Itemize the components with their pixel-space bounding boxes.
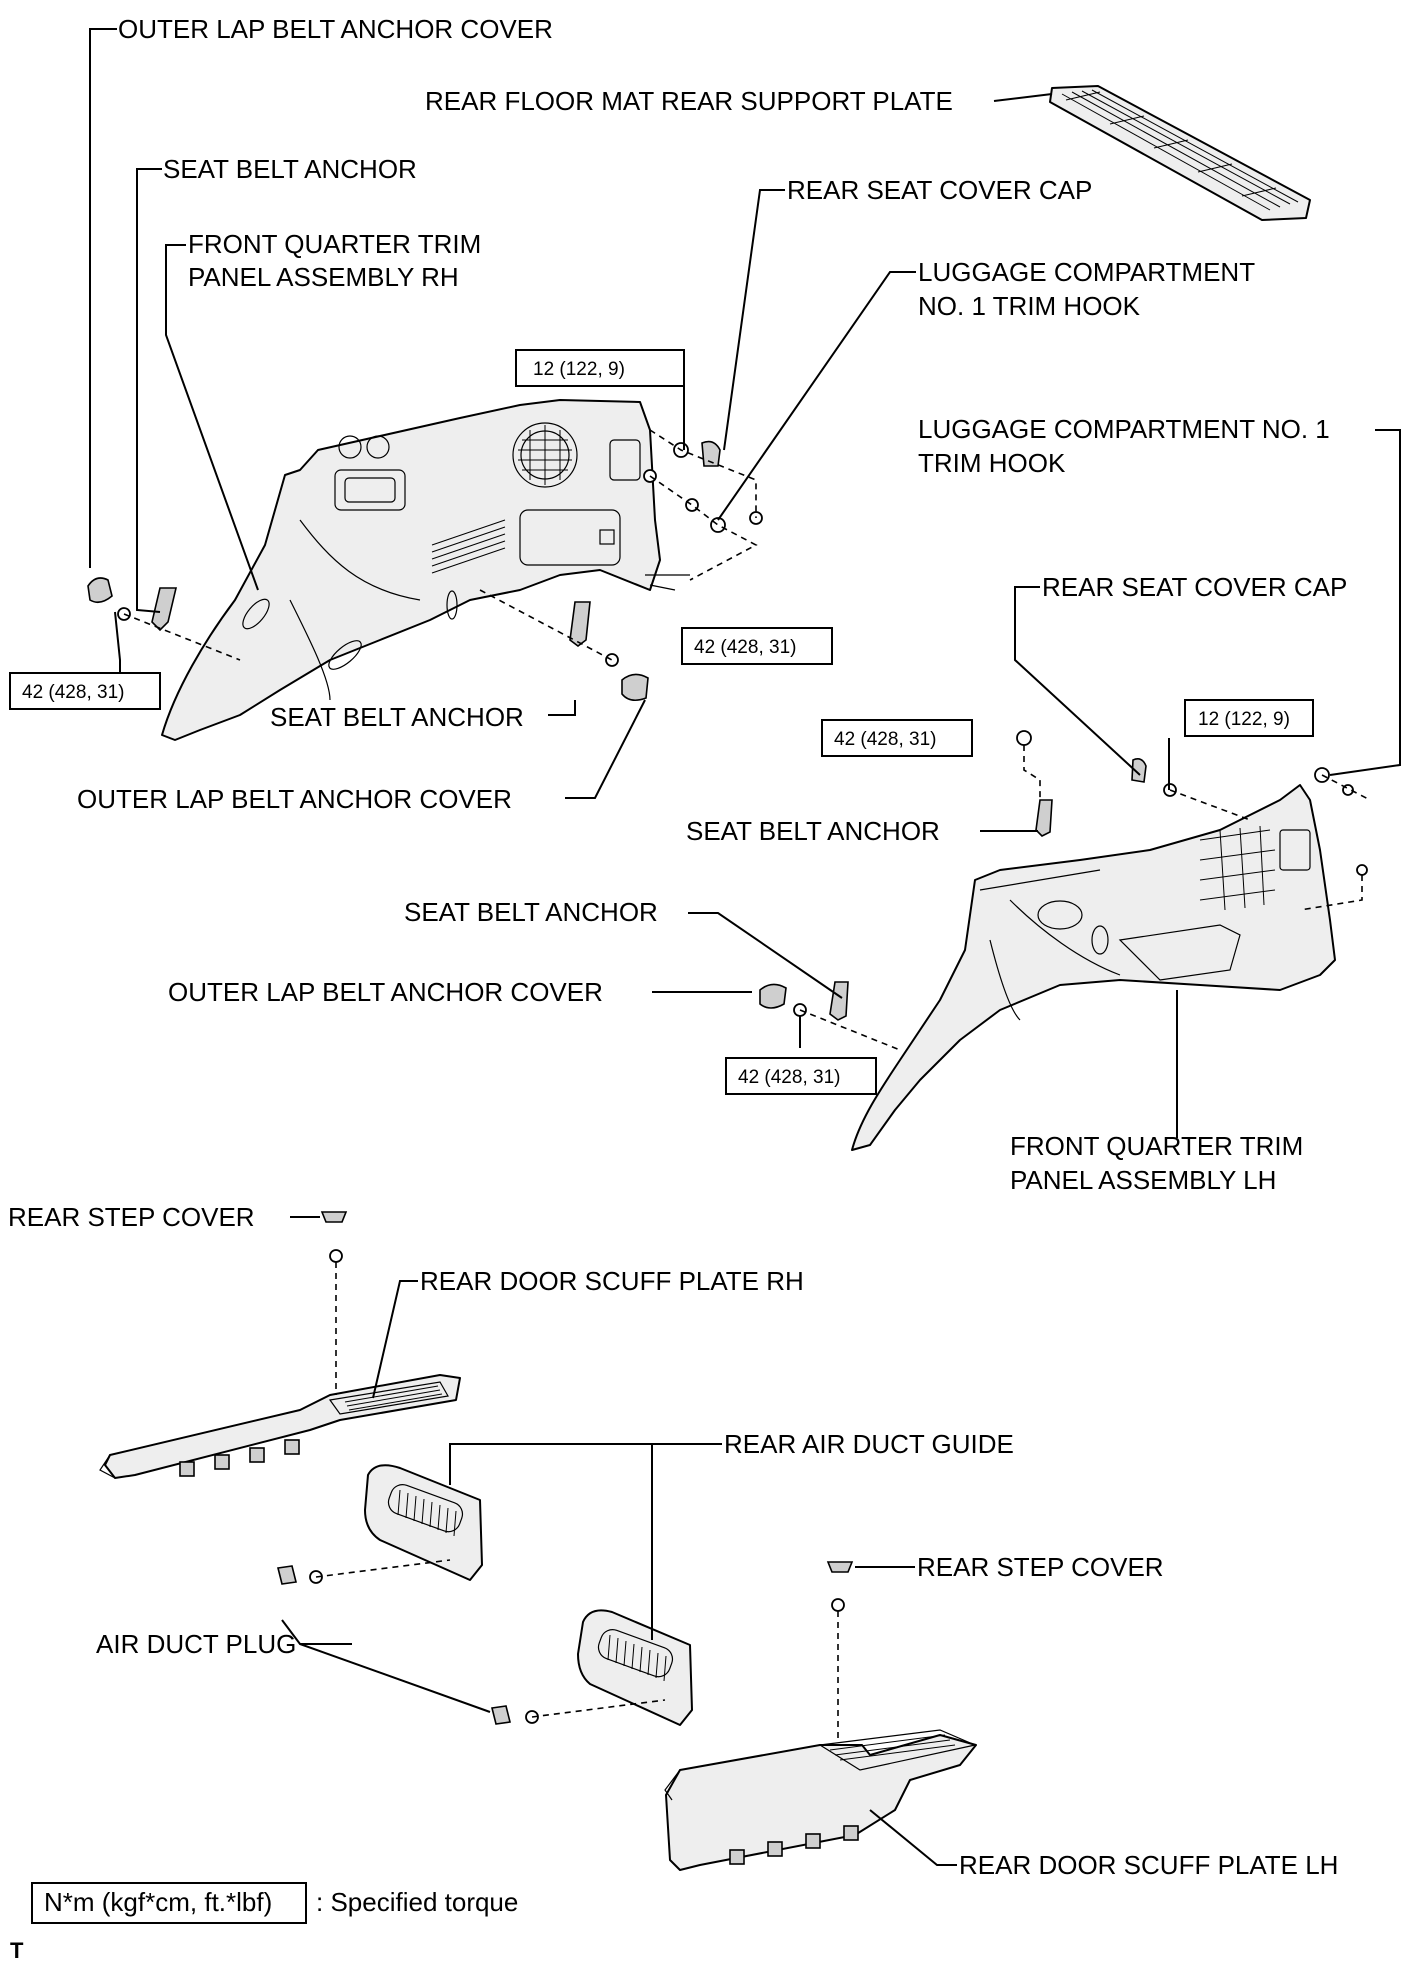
seat-belt-anchor-lh-upper — [1035, 799, 1053, 837]
rear-door-scuff-plate-rh — [99, 1374, 461, 1479]
torque-legend: N*m (kgf*cm, ft.*lbf) : Specified torque… — [10, 1882, 518, 1963]
torque-lh-belt-anchor-bottom: 42 (428, 31) — [738, 1067, 840, 1088]
legend-unit-text: : Specified torque — [316, 1887, 518, 1917]
rear-door-scuff-plate-lh — [664, 1729, 977, 1871]
label-outer-lap-belt-anchor-cover-top: OUTER LAP BELT ANCHOR COVER — [118, 14, 553, 44]
rear-air-duct-guide-lower — [577, 1609, 693, 1726]
label-seat-belt-anchor-rh-lower: SEAT BELT ANCHOR — [270, 702, 524, 732]
label-rear-door-scuff-plate-lh: REAR DOOR SCUFF PLATE LH — [959, 1850, 1338, 1880]
label-front-quarter-lh-1: FRONT QUARTER TRIM — [1010, 1131, 1303, 1161]
label-rear-door-scuff-plate-rh: REAR DOOR SCUFF PLATE RH — [420, 1266, 804, 1296]
front-quarter-trim-panel-rh — [161, 399, 690, 741]
label-front-quarter-lh-2: PANEL ASSEMBLY LH — [1010, 1165, 1276, 1195]
torque-lh-belt-anchor-top: 42 (428, 31) — [834, 729, 936, 750]
label-air-duct-plug: AIR DUCT PLUG — [96, 1629, 296, 1659]
part-labels: OUTER LAP BELT ANCHOR COVER REAR FLOOR M… — [8, 14, 1347, 1880]
label-rear-seat-cover-cap-right: REAR SEAT COVER CAP — [1042, 572, 1347, 602]
label-front-quarter-rh-1: FRONT QUARTER TRIM — [188, 229, 481, 259]
label-front-quarter-rh-2: PANEL ASSEMBLY RH — [188, 262, 459, 292]
label-rear-step-cover-lh: REAR STEP COVER — [917, 1552, 1164, 1582]
seat-belt-anchor-rh-left — [151, 587, 178, 632]
leader-lines — [89, 28, 1401, 1866]
label-seat-belt-anchor-lh-right: SEAT BELT ANCHOR — [686, 816, 940, 846]
rear-seat-cover-cap-lh — [1131, 758, 1147, 783]
label-outer-lap-cover-lh: OUTER LAP BELT ANCHOR COVER — [168, 977, 603, 1007]
label-luggage-hook-top-2: NO. 1 TRIM HOOK — [918, 291, 1141, 321]
rear-step-cover-rh-hardware — [320, 1211, 348, 1263]
label-seat-belt-anchor-top: SEAT BELT ANCHOR — [163, 154, 417, 184]
torque-lh-upper-bolt: 12 (122, 9) — [1198, 709, 1290, 730]
rear-seat-cover-cap-rh — [701, 440, 721, 467]
label-luggage-hook-right-2: TRIM HOOK — [918, 448, 1066, 478]
label-luggage-hook-right-1: LUGGAGE COMPARTMENT NO. 1 — [918, 414, 1330, 444]
outer-lap-belt-anchor-cover-rh-right — [621, 673, 649, 702]
outer-lap-belt-anchor-cover-rh-left — [87, 577, 113, 604]
label-luggage-hook-top-1: LUGGAGE COMPARTMENT — [918, 257, 1255, 287]
corner-mark: T — [10, 1938, 24, 1963]
torque-rh-belt-anchor-right: 42 (428, 31) — [694, 637, 796, 658]
lh-hardware — [759, 730, 1368, 1021]
label-rear-seat-cover-cap-top: REAR SEAT COVER CAP — [787, 175, 1092, 205]
rear-air-duct-guide-upper — [364, 1464, 483, 1581]
rear-step-cover-lh-hardware — [826, 1561, 854, 1612]
label-rear-step-cover-rh: REAR STEP COVER — [8, 1202, 255, 1232]
label-seat-belt-anchor-lh-left: SEAT BELT ANCHOR — [404, 897, 658, 927]
label-rear-floor-mat-support-plate: REAR FLOOR MAT REAR SUPPORT PLATE — [425, 86, 953, 116]
torque-rh-upper-bolt: 12 (122, 9) — [533, 359, 625, 380]
torque-rh-belt-anchor-left: 42 (428, 31) — [22, 682, 124, 703]
label-rear-air-duct-guide: REAR AIR DUCT GUIDE — [724, 1429, 1014, 1459]
legend-unit-box: N*m (kgf*cm, ft.*lbf) — [44, 1887, 272, 1917]
seat-belt-anchor-lh-lower — [829, 981, 849, 1021]
assembly-center-lines — [123, 429, 1371, 1740]
front-quarter-trim-panel-lh — [851, 784, 1336, 1151]
label-outer-lap-cover-rh-lower: OUTER LAP BELT ANCHOR COVER — [77, 784, 512, 814]
torque-boxes: 12 (122, 9) 42 (428, 31) 42 (428, 31) 12… — [9, 349, 1314, 1095]
outer-lap-belt-anchor-cover-lh — [759, 983, 787, 1009]
rear-floor-mat-support-plate — [1049, 85, 1311, 221]
luggage-hook-rh — [710, 517, 726, 533]
seat-belt-anchor-rh-right — [569, 601, 591, 647]
